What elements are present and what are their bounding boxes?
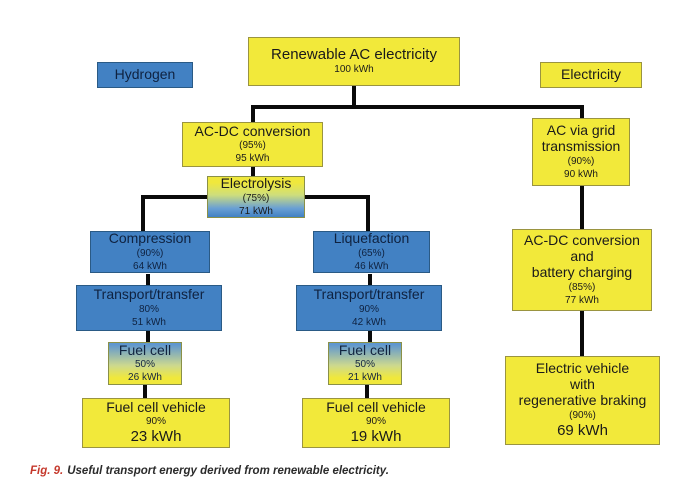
connector-line bbox=[146, 274, 150, 286]
connector-line bbox=[580, 105, 584, 119]
node-efficiency: 90% bbox=[365, 416, 386, 428]
node-value: 100 kWh bbox=[334, 64, 374, 76]
node-title: Compression bbox=[108, 230, 192, 247]
legend-hydrogen: Hydrogen bbox=[97, 62, 193, 88]
connector-line bbox=[368, 274, 372, 286]
connector-line bbox=[251, 105, 584, 109]
caption-text: Useful transport energy derived from ren… bbox=[67, 465, 389, 477]
node-title: Transport/transfer bbox=[93, 286, 205, 303]
legend-label: Electricity bbox=[561, 66, 621, 83]
legend-label: Hydrogen bbox=[114, 66, 176, 83]
node-efficiency: 90% bbox=[145, 416, 166, 428]
node-value: 23 kWh bbox=[130, 428, 182, 446]
node-acdc-conversion-battery-charging: AC-DC conversion and battery charging (8… bbox=[512, 229, 652, 311]
node-efficiency: 50% bbox=[354, 359, 375, 371]
node-efficiency: (85%) bbox=[568, 281, 596, 293]
node-transport-transfer-liquefied: Transport/transfer 90% 42 kWh bbox=[296, 285, 442, 331]
node-value: 51 kWh bbox=[132, 316, 166, 328]
node-value: 21 kWh bbox=[348, 372, 382, 384]
node-value: 19 kWh bbox=[350, 428, 402, 446]
connector-line bbox=[143, 385, 147, 399]
connector-line bbox=[366, 195, 370, 232]
figure-caption: Fig. 9.Useful transport energy derived f… bbox=[30, 465, 389, 477]
connector-line bbox=[251, 167, 255, 178]
node-electric-vehicle-regenerative-braking: Electric vehicle with regenerative braki… bbox=[505, 356, 660, 445]
connector-line bbox=[304, 195, 370, 199]
node-value: 64 kWh bbox=[133, 260, 167, 272]
node-efficiency: 80% bbox=[138, 303, 159, 315]
node-fuel-cell-vehicle-liquefied: Fuel cell vehicle 90% 19 kWh bbox=[302, 398, 450, 448]
node-value: 90 kWh bbox=[564, 168, 598, 180]
node-acdc-conversion: AC-DC conversion (95%) 95 kWh bbox=[182, 122, 323, 167]
node-electrolysis: Electrolysis (75%) 71 kWh bbox=[207, 175, 305, 218]
node-value: 42 kWh bbox=[352, 316, 386, 328]
node-value: 95 kWh bbox=[235, 153, 270, 165]
node-efficiency: (95%) bbox=[239, 140, 266, 152]
connector-line bbox=[580, 311, 584, 357]
node-fuel-cell-compressed: Fuel cell 50% 26 kWh bbox=[108, 342, 182, 385]
node-efficiency: (90%) bbox=[569, 409, 596, 421]
node-efficiency: (75%) bbox=[242, 192, 270, 204]
node-efficiency: (65%) bbox=[358, 247, 385, 259]
node-title: AC-DC conversion and battery charging bbox=[524, 232, 640, 280]
connector-line bbox=[146, 331, 150, 343]
node-ac-grid-transmission: AC via grid transmission (90%) 90 kWh bbox=[532, 118, 630, 186]
node-efficiency: 90% bbox=[358, 303, 379, 315]
node-value: 46 kWh bbox=[354, 260, 389, 272]
node-title: Fuel cell bbox=[118, 341, 172, 358]
legend-electricity: Electricity bbox=[540, 62, 642, 88]
node-value: 26 kWh bbox=[128, 372, 162, 384]
node-efficiency: 50% bbox=[134, 359, 155, 371]
node-fuel-cell-vehicle-compressed: Fuel cell vehicle 90% 23 kWh bbox=[82, 398, 230, 448]
node-efficiency: (90%) bbox=[136, 247, 164, 259]
connector-line bbox=[141, 195, 145, 232]
node-title: Liquefaction bbox=[333, 230, 410, 247]
node-title: AC via grid transmission bbox=[541, 122, 621, 154]
node-value: 77 kWh bbox=[565, 294, 599, 306]
node-title: Renewable AC electricity bbox=[271, 45, 437, 63]
node-title: Electric vehicle with regenerative braki… bbox=[518, 360, 647, 408]
node-fuel-cell-liquefied: Fuel cell 50% 21 kWh bbox=[328, 342, 402, 385]
node-title: AC-DC conversion bbox=[194, 122, 311, 139]
connector-line bbox=[352, 86, 356, 107]
node-title: Electrolysis bbox=[220, 175, 292, 192]
node-transport-transfer-compressed: Transport/transfer 80% 51 kWh bbox=[76, 285, 222, 331]
connector-line bbox=[365, 385, 369, 399]
connector-line bbox=[251, 105, 255, 123]
node-liquefaction: Liquefaction (65%) 46 kWh bbox=[313, 230, 430, 273]
node-compression: Compression (90%) 64 kWh bbox=[90, 230, 210, 273]
node-title: Fuel cell bbox=[338, 341, 392, 358]
node-title: Fuel cell vehicle bbox=[326, 398, 426, 415]
node-renewable-ac-electricity: Renewable AC electricity 100 kWh bbox=[248, 37, 460, 86]
connector-line bbox=[580, 186, 584, 230]
connector-line bbox=[141, 195, 209, 199]
node-value: 71 kWh bbox=[239, 205, 273, 217]
node-value: 69 kWh bbox=[557, 421, 608, 439]
caption-label: Fig. 9. bbox=[30, 465, 64, 477]
connector-line bbox=[368, 331, 372, 343]
node-title: Transport/transfer bbox=[313, 286, 425, 303]
node-title: Fuel cell vehicle bbox=[106, 398, 206, 415]
node-efficiency: (90%) bbox=[567, 155, 595, 167]
